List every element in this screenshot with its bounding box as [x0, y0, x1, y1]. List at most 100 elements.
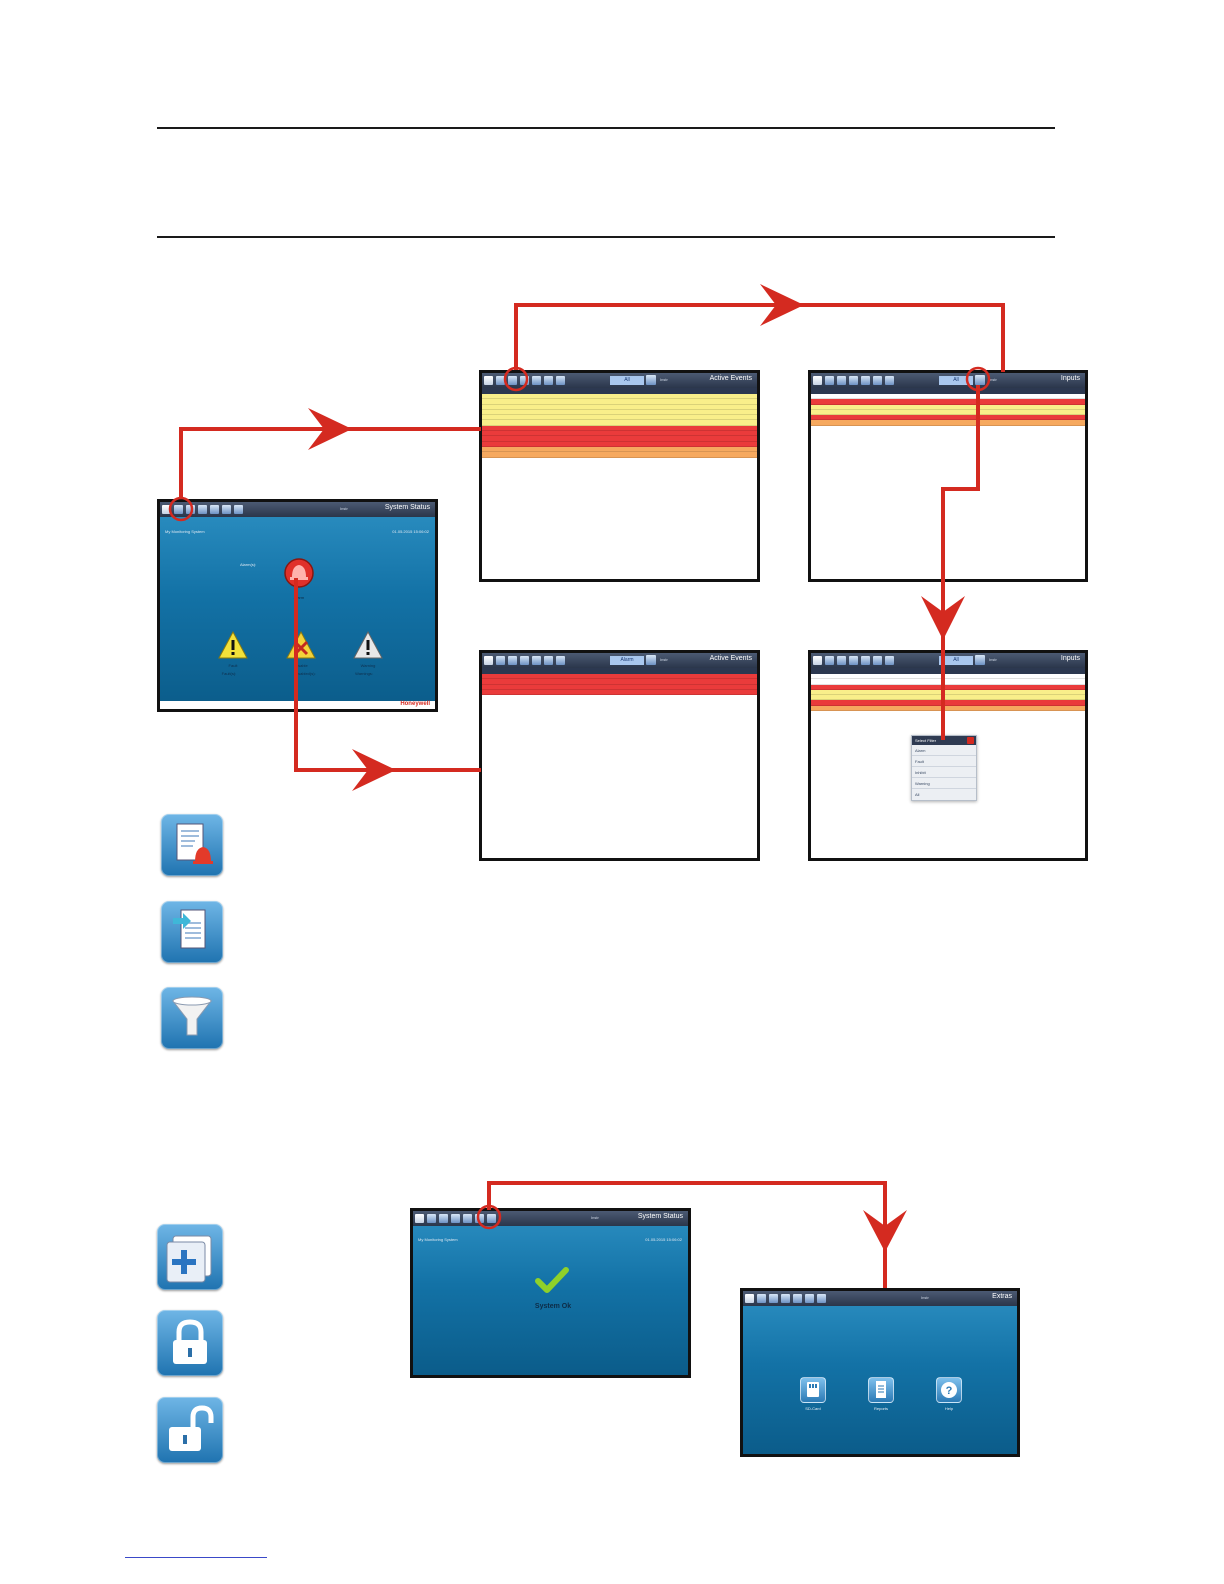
events-icon[interactable]	[174, 505, 183, 514]
settings-icon[interactable]	[793, 1294, 802, 1303]
settings-icon[interactable]	[861, 656, 870, 665]
toolbar: Instr Extras	[743, 1291, 1017, 1306]
outputs-icon[interactable]	[849, 376, 858, 385]
table-row[interactable]	[482, 415, 757, 421]
settings-icon[interactable]	[210, 505, 219, 514]
inputs-icon[interactable]	[508, 376, 517, 385]
outputs-icon[interactable]	[849, 656, 858, 665]
table-row[interactable]	[482, 679, 757, 685]
inputs-icon[interactable]	[837, 656, 846, 665]
screen-extras: Instr Extras SD-Card Reports ? Help	[740, 1288, 1020, 1457]
extras-plus-icon	[157, 1224, 223, 1290]
inputs-icon[interactable]	[439, 1214, 448, 1223]
events-icon[interactable]	[825, 376, 834, 385]
lock-icon[interactable]	[234, 505, 243, 514]
inputs-icon[interactable]	[186, 505, 195, 514]
warning-label: Warning	[360, 663, 376, 668]
filter-option-all[interactable]: All	[915, 792, 920, 797]
disable-icon[interactable]	[285, 630, 317, 660]
events-icon[interactable]	[825, 656, 834, 665]
table-row[interactable]	[482, 674, 757, 680]
outputs-icon[interactable]	[520, 656, 529, 665]
sd-card-button[interactable]	[800, 1377, 826, 1403]
home-icon[interactable]	[484, 376, 493, 385]
help-button[interactable]: ?	[936, 1377, 962, 1403]
filter-chip[interactable]: All	[610, 376, 644, 385]
inputs-icon[interactable]	[837, 376, 846, 385]
settings-icon[interactable]	[861, 376, 870, 385]
extras-icon[interactable]	[222, 505, 231, 514]
table-row[interactable]	[482, 446, 757, 453]
table-row[interactable]	[811, 420, 1085, 426]
lock-icon[interactable]	[556, 376, 565, 385]
outputs-icon[interactable]	[781, 1294, 790, 1303]
table-row[interactable]	[482, 404, 757, 410]
close-icon[interactable]	[967, 737, 974, 744]
settings-icon[interactable]	[463, 1214, 472, 1223]
filter-funnel-icon[interactable]	[975, 655, 985, 665]
alarm-bell-icon[interactable]	[282, 556, 316, 590]
home-icon[interactable]	[813, 376, 822, 385]
lock-icon[interactable]	[487, 1214, 496, 1223]
table-row[interactable]	[482, 399, 757, 405]
lock-icon[interactable]	[817, 1294, 826, 1303]
home-icon[interactable]	[813, 656, 822, 665]
table-row[interactable]	[482, 684, 757, 690]
reports-button[interactable]	[868, 1377, 894, 1403]
table-row[interactable]	[482, 452, 757, 458]
screen-title: Inputs	[1060, 655, 1080, 662]
screen-title: Inputs	[1060, 375, 1080, 382]
extras-icon[interactable]	[873, 376, 882, 385]
status-footer: Honeywell	[160, 701, 435, 709]
events-icon[interactable]	[427, 1214, 436, 1223]
filter-funnel-icon[interactable]	[646, 655, 656, 665]
settings-icon[interactable]	[532, 656, 541, 665]
filter-chip[interactable]: Alarm	[610, 656, 644, 665]
table-row[interactable]	[482, 394, 757, 400]
events-icon[interactable]	[496, 376, 505, 385]
filter-option-warning[interactable]: Warning	[912, 778, 976, 789]
toolbar: Instr System Status	[160, 502, 435, 517]
table-row[interactable]	[482, 441, 757, 447]
inputs-icon[interactable]	[769, 1294, 778, 1303]
lock-icon[interactable]	[885, 376, 894, 385]
home-icon[interactable]	[745, 1294, 754, 1303]
filter-chip[interactable]: All	[939, 376, 973, 385]
lock-icon[interactable]	[885, 656, 894, 665]
filter-funnel-icon[interactable]	[646, 375, 656, 385]
user-label: Instr	[591, 1215, 599, 1220]
table-row[interactable]	[482, 425, 757, 432]
settings-icon[interactable]	[532, 376, 541, 385]
filter-option-inhibit[interactable]: Inhibit	[912, 767, 976, 778]
extras-icon[interactable]	[475, 1214, 484, 1223]
table-row[interactable]	[482, 420, 757, 426]
table-row[interactable]	[482, 689, 757, 696]
table-row[interactable]	[482, 436, 757, 442]
inputs-icon[interactable]	[508, 656, 517, 665]
fault-warning-icon[interactable]	[217, 630, 249, 660]
table-row[interactable]	[482, 431, 757, 437]
outputs-icon[interactable]	[198, 505, 207, 514]
reports-label: Reports	[873, 1406, 888, 1411]
outputs-icon[interactable]	[451, 1214, 460, 1223]
filter-option-alarm[interactable]: Alarm	[912, 745, 976, 756]
filter-chip[interactable]: All	[939, 656, 973, 665]
home-icon[interactable]	[415, 1214, 424, 1223]
home-icon[interactable]	[484, 656, 493, 665]
events-icon[interactable]	[757, 1294, 766, 1303]
filter-funnel-icon[interactable]	[975, 375, 985, 385]
extras-icon[interactable]	[805, 1294, 814, 1303]
extras-icon[interactable]	[873, 656, 882, 665]
unlock-icon	[157, 1397, 223, 1463]
table-row[interactable]	[811, 705, 1085, 712]
lock-icon[interactable]	[556, 656, 565, 665]
outputs-icon[interactable]	[520, 376, 529, 385]
extras-icon[interactable]	[544, 656, 553, 665]
extras-icon[interactable]	[544, 376, 553, 385]
help-label: Help	[944, 1406, 954, 1411]
warning-icon[interactable]	[352, 630, 384, 660]
filter-option-fault[interactable]: Fault	[912, 756, 976, 767]
table-row[interactable]	[482, 409, 757, 416]
home-icon[interactable]	[162, 505, 171, 514]
events-icon[interactable]	[496, 656, 505, 665]
